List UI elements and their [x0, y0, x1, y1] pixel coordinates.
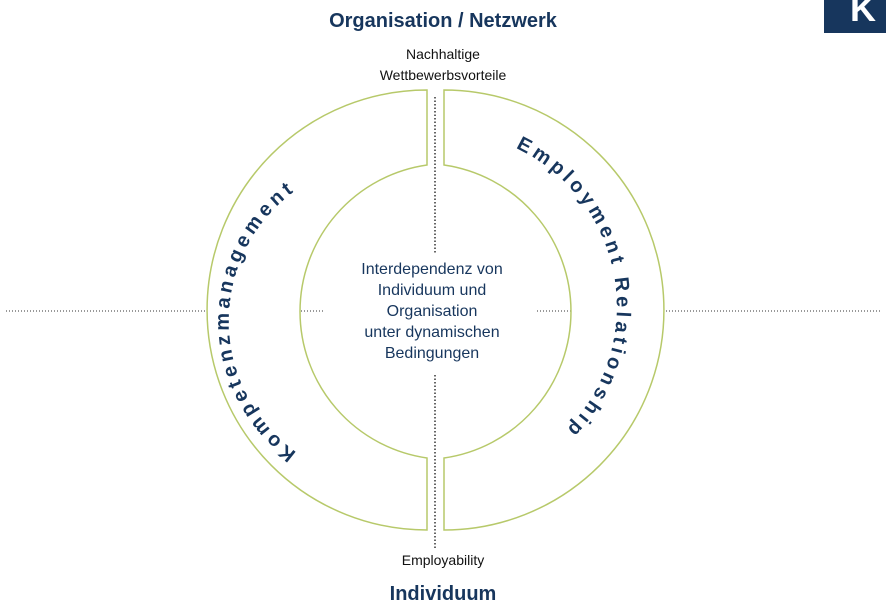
center-line-2: Individuum und [377, 282, 487, 299]
center-line-5: Bedingungen [384, 345, 480, 362]
top-pole-line-1: Nachhaltige [406, 46, 480, 62]
left-ring-segment [206, 89, 428, 531]
center-line-4: unter dynamischen [364, 324, 500, 341]
right-ring-segment [443, 89, 665, 531]
bottom-pole-label: Employability [401, 552, 485, 568]
center-line-1: Interdependenz von [361, 261, 503, 278]
top-pole-line-2: Wettbewerbsvorteile [379, 67, 507, 83]
center-text: Interdependenz von Individuum und Organi… [327, 259, 537, 364]
top-heading: Organisation / Netzwerk [329, 10, 557, 32]
bottom-heading: Individuum [389, 583, 497, 605]
logo: K [824, 0, 886, 33]
top-pole-label: Nachhaltige Wettbewerbsvorteile [343, 44, 543, 86]
logo-text: K [850, 0, 876, 29]
center-line-3: Organisation [386, 303, 478, 320]
